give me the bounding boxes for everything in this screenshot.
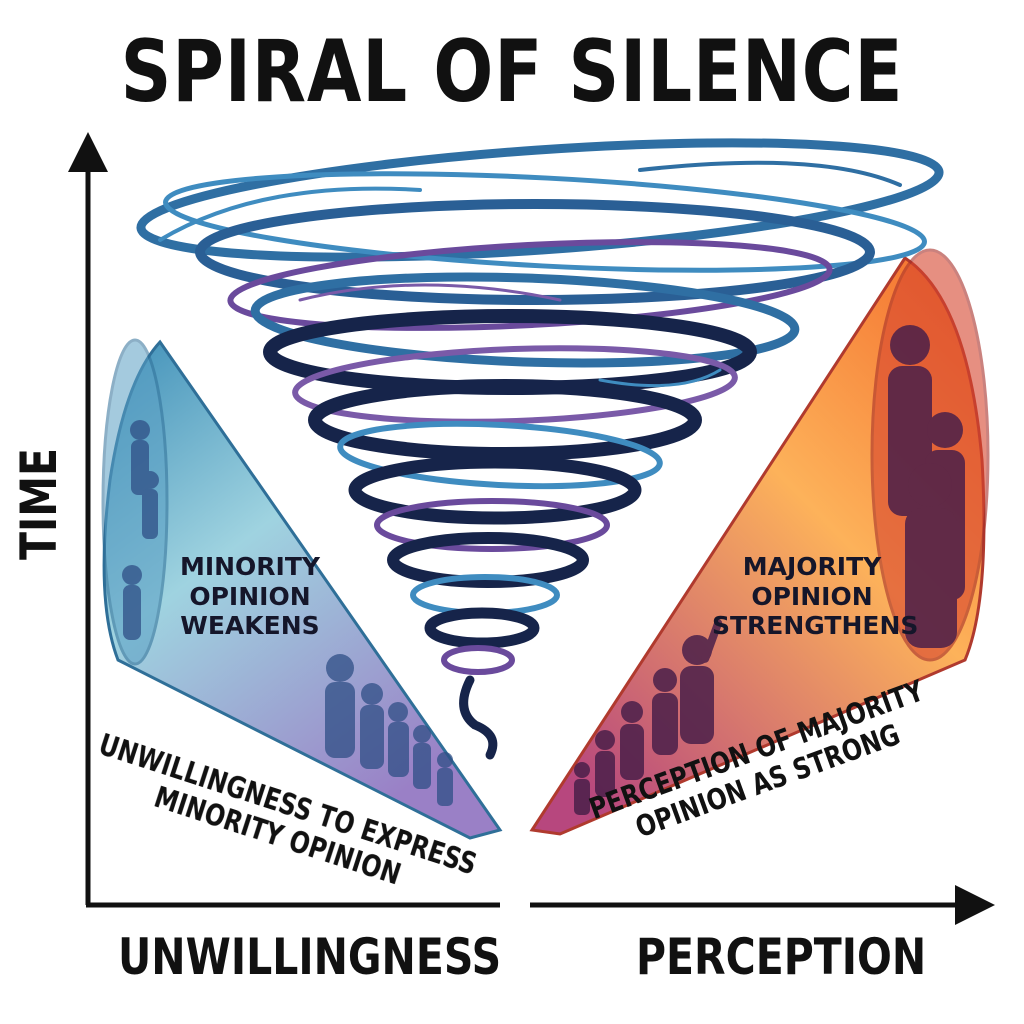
page-title: SPIRAL OF SILENCE [120,22,904,122]
majority-cone [529,248,990,836]
y-axis-arrow-icon [68,132,108,172]
x-axis-arrow-icon [955,885,995,925]
majority-crowd-silhouettes [574,325,965,815]
minority-crowd-silhouettes [122,420,453,806]
minority-cone-opening [101,338,169,666]
x-axis-right [530,885,995,925]
minority-cone-label: MINORITY OPINION WEAKENS [179,552,321,640]
y-axis-label: TIME [10,447,68,560]
x-axis-left-label: UNWILLINGNESS [118,928,502,986]
spiral-tornado [136,138,944,760]
minority-cone [101,338,503,840]
majority-cone-label: MAJORITY OPINION STRENGTHENS [712,552,919,640]
y-axis [68,132,108,905]
x-axis-right-label: PERCEPTION [636,928,927,986]
